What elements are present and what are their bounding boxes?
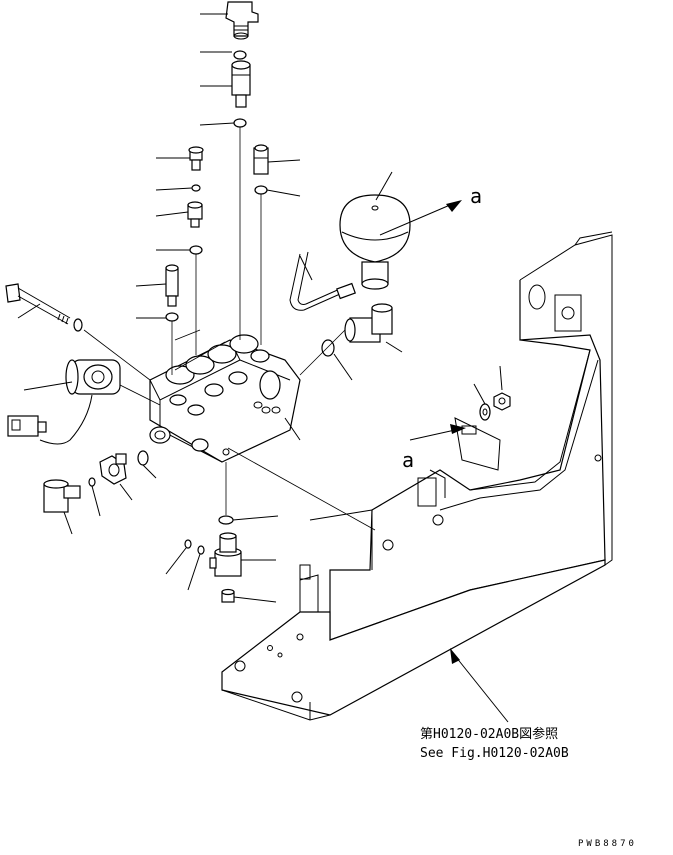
o-ring-12 <box>197 545 205 555</box>
elbow-fitting <box>344 303 393 343</box>
o-ring-9 <box>88 477 96 487</box>
o-ring-2 <box>233 118 247 128</box>
long-bolt <box>5 283 71 325</box>
reference-text-jp: 第H0120-02A0B図参照 <box>420 726 558 742</box>
o-ring-11 <box>184 539 192 549</box>
fitting-left-2 <box>187 201 203 228</box>
top-tee-fitting <box>225 1 259 40</box>
arrow-a-upper-label: a <box>470 184 482 208</box>
elbow-plug <box>43 479 81 513</box>
mounting-bracket <box>221 231 613 721</box>
arrow-a-lower-label: a <box>402 448 414 472</box>
drawing-code: PWB8870 <box>578 839 637 849</box>
reference-leader <box>450 648 509 723</box>
o-ring-1 <box>233 50 247 60</box>
small-plug <box>221 588 235 603</box>
bolt-washer <box>73 318 83 332</box>
pressure-switch <box>209 532 242 577</box>
hose-line <box>289 251 356 311</box>
nut <box>493 392 511 411</box>
o-ring-5 <box>165 312 179 322</box>
arrow-a-lower <box>409 424 466 441</box>
o-ring-4 <box>189 245 203 255</box>
leader-lines <box>17 13 503 603</box>
o-ring-6 <box>254 185 268 195</box>
fitting-left-3 <box>165 264 179 307</box>
o-ring-3 <box>191 184 201 192</box>
reference-text-en: See Fig.H0120-02A0B <box>420 746 569 761</box>
arrow-a-upper <box>379 200 462 236</box>
wire-connector <box>7 394 93 445</box>
fitting-left-1 <box>188 146 204 171</box>
fitting-right-1 <box>253 144 269 175</box>
accumulator <box>339 194 411 290</box>
o-ring-8 <box>137 450 149 466</box>
spacer-fitting <box>231 60 251 108</box>
plug-fitting <box>99 453 127 485</box>
valve-block <box>149 334 301 463</box>
solenoid-coil <box>65 359 121 395</box>
o-ring-10 <box>218 515 234 525</box>
washer <box>479 403 491 421</box>
